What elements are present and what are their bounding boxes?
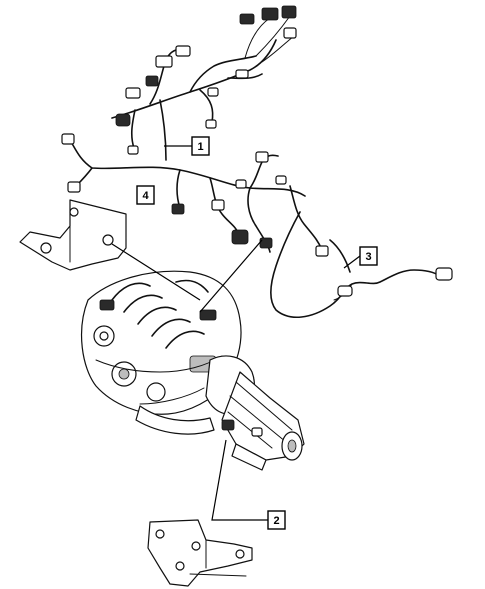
callout-label-1: 1 [197, 141, 203, 153]
transmission-wiring-harness [61, 133, 329, 257]
callout-2: 2 [267, 510, 286, 530]
leader-lines [111, 145, 361, 521]
lower-mounting-bracket [147, 519, 253, 587]
callout-4: 4 [136, 185, 155, 205]
callout-3: 3 [359, 246, 378, 266]
upper-mounting-bracket [19, 199, 127, 271]
callout-label-3: 3 [365, 251, 371, 263]
leader-line-3 [343, 255, 361, 269]
engine-wiring-harness [111, 5, 297, 161]
leader-line-4-harness [199, 239, 263, 313]
callout-label-2: 2 [273, 515, 279, 527]
oxygen-sensor-wiring-harness [269, 211, 453, 318]
engine-and-transmission-assembly [81, 270, 305, 471]
callout-1: 1 [191, 136, 210, 156]
leader-line-2 [211, 439, 268, 521]
callout-label-4: 4 [142, 190, 149, 202]
leader-line-4-bracket [111, 243, 201, 301]
